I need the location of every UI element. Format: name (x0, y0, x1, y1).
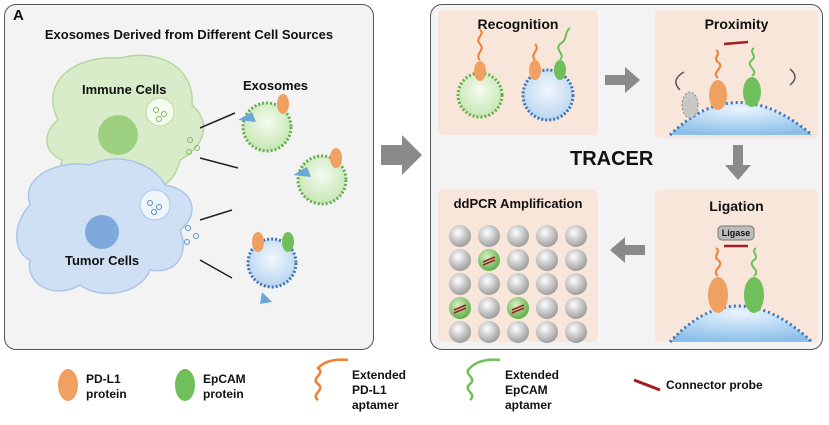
droplet (565, 297, 587, 319)
proximity-title: Proximity (704, 16, 769, 32)
droplet (536, 249, 558, 271)
legend-epcam-aptamer-icon (466, 358, 501, 401)
ligase-label: Ligase (722, 228, 751, 238)
recognition-exosome-blue (521, 27, 575, 122)
droplet (507, 249, 529, 271)
droplet (478, 225, 500, 247)
panel-a-letter: A (13, 7, 24, 24)
droplet (478, 273, 500, 295)
droplet (478, 297, 500, 319)
droplet (565, 321, 587, 343)
droplet (449, 321, 471, 343)
legend-epcam-protein-icon (175, 369, 195, 401)
legend-pdl1-aptamer-icon (314, 358, 349, 401)
droplet (478, 321, 500, 343)
droplet (536, 273, 558, 295)
immune-cell (46, 54, 205, 199)
proximity-illustration (668, 40, 813, 137)
exosomes-label: Exosomes (243, 78, 309, 93)
droplet (507, 225, 529, 247)
arrow-proximity-to-ligation (725, 145, 751, 180)
recognition-title: Recognition (477, 16, 559, 32)
droplet (565, 249, 587, 271)
exosome-green-1 (238, 94, 293, 153)
droplet (565, 273, 587, 295)
exosome-green-2 (293, 148, 348, 206)
recognition-box: Recognition (438, 10, 598, 135)
droplet (507, 321, 529, 343)
droplet (449, 225, 471, 247)
connector-probe-proximity (723, 40, 749, 46)
recognition-exosome-green (456, 29, 504, 119)
tumor-cell (16, 158, 199, 295)
arrow-a-to-b (381, 135, 422, 175)
immune-cells-label: Immune Cells (82, 82, 167, 97)
legend-connector-probe: Connector probe (666, 378, 763, 392)
ddpcr-droplets (449, 225, 587, 343)
callout-lines (199, 112, 239, 279)
droplet (536, 297, 558, 319)
droplet (507, 273, 529, 295)
ligase-shape (717, 225, 755, 241)
legend-connector-icon (633, 378, 661, 392)
tracer-label: TRACER (570, 148, 654, 170)
ligation-title: Ligation (709, 198, 764, 214)
droplet (449, 273, 471, 295)
droplet (449, 249, 471, 271)
arrow-ligation-to-ddpcr (610, 237, 645, 263)
panel-a-title: Exosomes Derived from Different Cell Sou… (44, 27, 334, 42)
droplet (565, 225, 587, 247)
droplet (536, 225, 558, 247)
droplet (536, 321, 558, 343)
arrow-recognition-to-proximity (605, 67, 640, 93)
legend-pdl1-protein-icon (58, 369, 78, 401)
exosome-blue (246, 232, 298, 304)
tumor-cells-label: Tumor Cells (65, 253, 140, 268)
ddpcr-title: ddPCR Amplification (453, 196, 583, 211)
ligation-box: Ligation (655, 190, 818, 342)
ligation-illustration (668, 225, 814, 344)
